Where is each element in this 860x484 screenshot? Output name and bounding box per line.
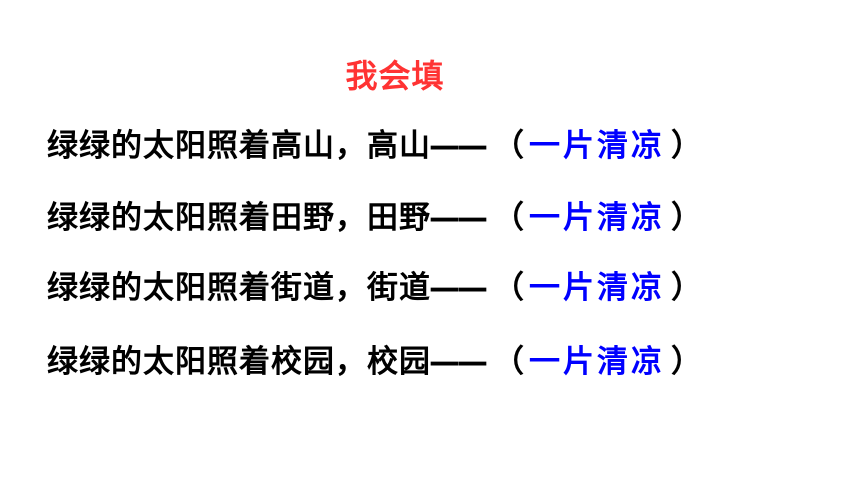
open-paren: （: [493, 200, 525, 236]
close-paren: ）: [671, 344, 703, 380]
line-dash: ——: [429, 270, 488, 306]
line-dash: ——: [429, 344, 488, 380]
fill-in-line: 绿绿的太阳照着高山，高山——（一片清凉）: [47, 124, 703, 168]
fill-in-line: 绿绿的太阳照着街道，街道——（一片清凉）: [47, 266, 703, 310]
answer-text: 一片清凉: [529, 128, 665, 164]
open-paren: （: [493, 344, 525, 380]
line-dash: ——: [429, 128, 488, 164]
close-paren: ）: [671, 270, 703, 306]
line-prefix: 绿绿的太阳照着田野，田野: [47, 200, 431, 236]
open-paren: （: [493, 128, 525, 164]
line-prefix: 绿绿的太阳照着高山，高山: [47, 128, 431, 164]
open-paren: （: [493, 270, 525, 306]
line-dash: ——: [429, 200, 488, 236]
close-paren: ）: [671, 128, 703, 164]
line-prefix: 绿绿的太阳照着校园，校园: [47, 344, 431, 380]
close-paren: ）: [671, 200, 703, 236]
answer-text: 一片清凉: [529, 270, 665, 306]
slide-title: 我会填: [345, 57, 445, 95]
fill-in-line: 绿绿的太阳照着校园，校园——（一片清凉）: [47, 340, 703, 384]
answer-text: 一片清凉: [529, 344, 665, 380]
answer-text: 一片清凉: [529, 200, 665, 236]
line-prefix: 绿绿的太阳照着街道，街道: [47, 270, 431, 306]
fill-in-line: 绿绿的太阳照着田野，田野——（一片清凉）: [47, 196, 703, 240]
